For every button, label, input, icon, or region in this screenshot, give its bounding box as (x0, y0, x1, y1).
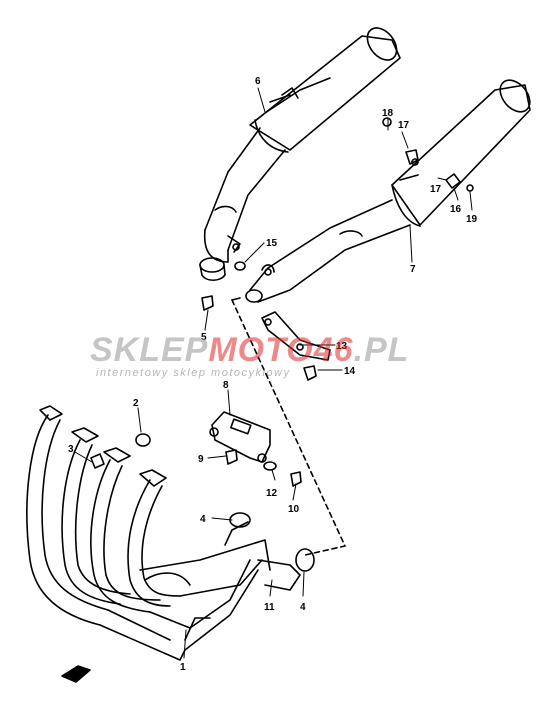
callout-16: 16 (450, 204, 462, 215)
callout-17-lower: 17 (430, 184, 442, 195)
gasket (135, 433, 151, 447)
header-flanges (39, 405, 167, 487)
callout-8: 8 (223, 380, 229, 391)
callout-19: 19 (466, 214, 478, 225)
callout-12: 12 (266, 488, 278, 499)
watermark-brand-b: MOTO (208, 331, 314, 369)
center-bracket (209, 411, 271, 463)
watermark-brand-c: 46 (313, 331, 354, 369)
front-arrow-icon (61, 665, 91, 683)
callout-6: 6 (255, 76, 261, 87)
callout-4-lower: 4 (300, 602, 306, 613)
callout-labels: 6 18 17 17 16 19 7 15 5 13 14 8 2 3 9 12… (68, 76, 478, 673)
leader-lines (74, 87, 473, 659)
muffler-bracket (261, 311, 331, 361)
callout-3: 3 (68, 444, 74, 455)
fasteners (90, 117, 474, 487)
watermark: SKLEPMOTO46.PL internetowy sklep motocyk… (90, 333, 470, 393)
callout-4-upper: 4 (200, 514, 206, 525)
watermark-brand-a: SKLEP (90, 331, 209, 369)
callout-2: 2 (133, 398, 139, 409)
callout-5: 5 (201, 332, 207, 343)
left-muffler (199, 27, 401, 282)
callout-14: 14 (344, 366, 356, 377)
callout-17-upper: 17 (398, 120, 410, 131)
watermark-tagline: internetowy sklep motocyklowy (96, 367, 291, 379)
right-muffler (245, 79, 531, 303)
callout-18: 18 (382, 108, 394, 119)
callout-15: 15 (266, 238, 278, 249)
callout-10: 10 (288, 504, 300, 515)
bracket-outline (231, 297, 346, 556)
callout-11: 11 (264, 602, 275, 613)
watermark-brand-d: .PL (353, 331, 410, 369)
callout-9: 9 (198, 454, 204, 465)
callout-7: 7 (410, 264, 416, 275)
watermark-brand: SKLEPMOTO46.PL (90, 333, 409, 367)
callout-1: 1 (180, 662, 186, 673)
callout-13: 13 (336, 341, 348, 352)
